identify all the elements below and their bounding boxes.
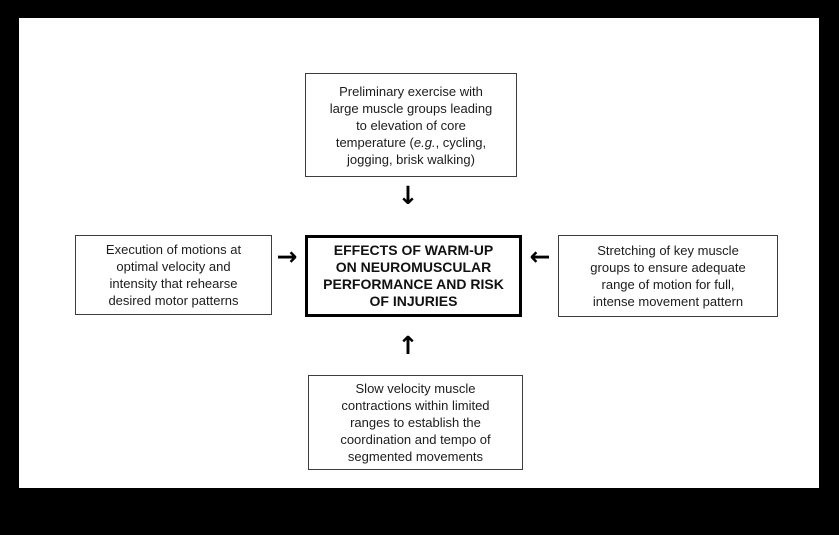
top-box-text-before: Preliminary exercise with large muscle g… bbox=[329, 83, 493, 150]
right-box-stretching: Stretching of key muscle groups to ensur… bbox=[558, 235, 778, 317]
top-box-preliminary-exercise: Preliminary exercise with large muscle g… bbox=[305, 73, 517, 177]
bottom-box-slow-velocity: Slow velocity muscle contractions within… bbox=[308, 375, 523, 470]
top-box-text-italic: e.g. bbox=[413, 134, 436, 150]
right-arrow-icon: → bbox=[276, 242, 298, 271]
center-box-effects-of-warm-up: EFFECTS OF WARM-UP ON NEUROMUSCULAR PERF… bbox=[305, 235, 522, 317]
right-box-text: Stretching of key muscle groups to ensur… bbox=[590, 243, 746, 309]
left-box-execution-of-motions: Execution of motions at optimal velocity… bbox=[75, 235, 272, 315]
down-arrow-icon: ↓ bbox=[397, 181, 419, 210]
bottom-box-text: Slow velocity muscle contractions within… bbox=[340, 381, 491, 464]
top-box-text-after: , cycling, jogging, brisk walking) bbox=[347, 134, 487, 167]
left-arrow-icon: ← bbox=[529, 242, 551, 271]
left-box-text: Execution of motions at optimal velocity… bbox=[105, 242, 242, 308]
top-box-text: Preliminary exercise with large muscle g… bbox=[330, 83, 493, 168]
diagram-canvas: Preliminary exercise with large muscle g… bbox=[19, 18, 819, 488]
center-box-text: EFFECTS OF WARM-UP ON NEUROMUSCULAR PERF… bbox=[323, 242, 504, 309]
up-arrow-icon: ↑ bbox=[397, 331, 419, 360]
